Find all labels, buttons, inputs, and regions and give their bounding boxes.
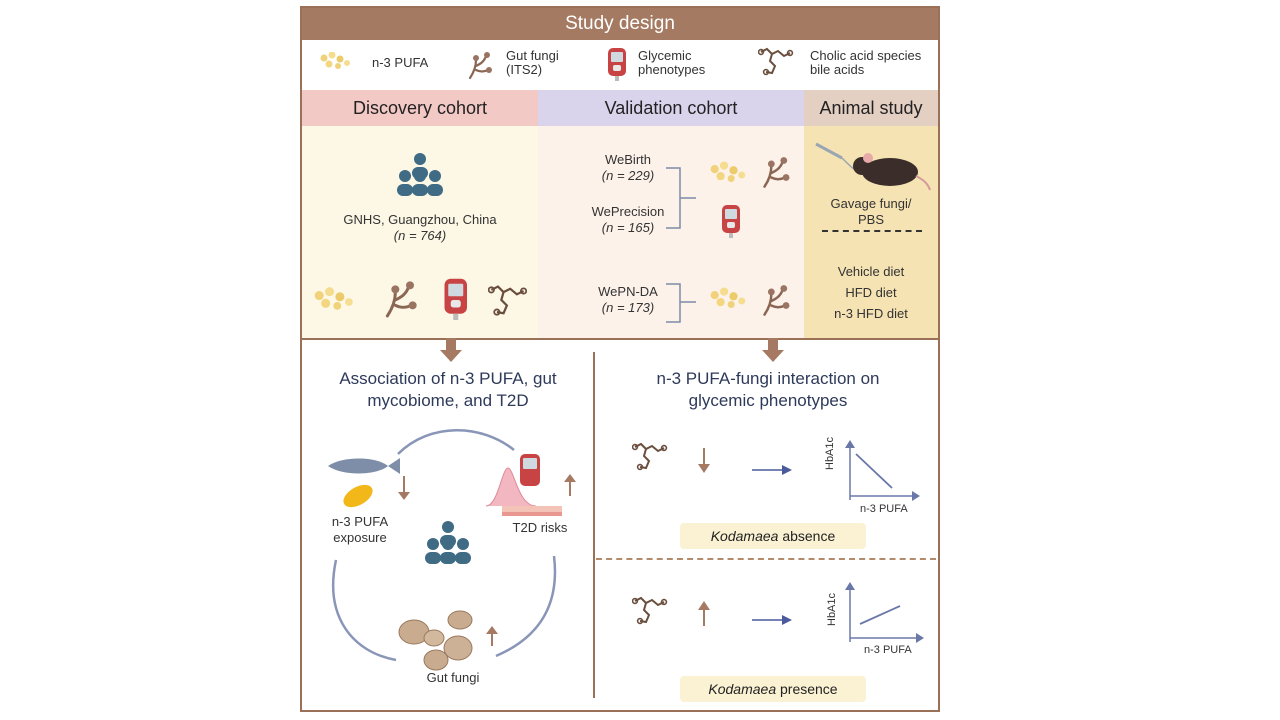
- validation-brackets: [666, 167, 696, 323]
- pufa-xlabel: n-3 PUFA: [860, 503, 908, 515]
- down-arrow-icon: [440, 338, 462, 362]
- down-arrow-icon: [762, 338, 784, 362]
- association-cycle: [328, 429, 576, 671]
- fungi-icon: [468, 50, 494, 80]
- discovery-cohort-panel: GNHS, Guangzhou, China (n = 764): [302, 126, 538, 338]
- webirth-label: WeBirth: [605, 152, 651, 167]
- validation-cohort-panel: WeBirth (n = 229) WePrecision (n = 165) …: [538, 126, 804, 338]
- bile-acid-icon: [758, 48, 794, 76]
- wepnda-label: WePN-DA: [598, 284, 658, 299]
- down-arrow-icon: [698, 448, 710, 473]
- bile-acid-icon: [488, 285, 528, 316]
- pufa-dots-icon: [320, 52, 350, 69]
- t2d-label: T2D risks: [512, 520, 568, 535]
- discovery-site: GNHS, Guangzhou, China: [343, 212, 497, 227]
- legend-fungi-label: Gut fungi (ITS2): [506, 48, 559, 77]
- fungi-icon: [385, 279, 419, 318]
- legend-glycemic-label: Glycemic phenotypes: [638, 48, 706, 77]
- section-divider: [302, 338, 938, 340]
- diet-vehicle: Vehicle diet: [837, 264, 905, 279]
- association-title: Association of n-3 PUFA, gut mycobiome, …: [339, 369, 557, 410]
- legend-bile-label: Cholic acid species bile acids: [810, 48, 922, 77]
- animal-study-panel: Gavage fungi/ PBS Vehicle diet HFD diet …: [804, 126, 938, 338]
- diet-hfd: HFD diet: [845, 285, 897, 300]
- pufa-dots-icon: [710, 161, 746, 183]
- animal-study-header: Animal study: [804, 90, 938, 126]
- hba1c-chart-negative: [845, 440, 920, 501]
- page-title: Study design: [302, 8, 938, 40]
- people-group-icon: [397, 153, 443, 196]
- up-arrow-icon: [698, 601, 710, 626]
- legend-pufa-label: n-3 PUFA: [372, 55, 429, 70]
- vertical-separator: [593, 352, 595, 698]
- right-arrow-icon: [752, 465, 792, 475]
- legend: n-3 PUFA Gut fungi (ITS2) Glycemic pheno…: [302, 40, 938, 90]
- fungi-icon: [763, 155, 791, 188]
- bile-acid-icon: [632, 597, 668, 625]
- bile-acid-icon: [632, 443, 668, 471]
- kodamaea-presence-label: Kodamaea presence: [680, 676, 866, 702]
- mouse-gavage-icon: [815, 142, 931, 191]
- validation-cohort-header: Validation cohort: [538, 90, 804, 126]
- glucose-meter-icon: [444, 278, 467, 320]
- discovery-n: (n = 764): [393, 228, 447, 243]
- exposure-label: n-3 PUFA exposure: [331, 514, 389, 545]
- glucose-meter-icon: [608, 48, 626, 81]
- gut-fungi-label: Gut fungi: [426, 670, 480, 685]
- glucose-meter-icon: [722, 205, 740, 238]
- interaction-title: n-3 PUFA-fungi interaction on glycemic p…: [656, 369, 880, 410]
- pufa-dots-icon: [314, 287, 353, 310]
- wepnda-n: (n = 173): [601, 300, 655, 315]
- weprecision-label: WePrecision: [591, 204, 665, 219]
- right-arrow-icon: [752, 615, 792, 625]
- gavage-label: Gavage fungi/ PBS: [830, 196, 912, 227]
- diet-n3-hfd: n-3 HFD diet: [834, 306, 908, 321]
- fungi-icon: [763, 283, 791, 316]
- hba1c-ylabel: HbA1c: [826, 592, 838, 626]
- divider: [822, 230, 922, 232]
- discovery-cohort-header: Discovery cohort: [302, 90, 538, 126]
- kodamaea-absence-label: Kodamaea absence: [680, 523, 866, 549]
- pufa-dots-icon: [710, 287, 746, 309]
- webirth-n: (n = 229): [601, 168, 655, 183]
- panel-divider: [596, 558, 936, 560]
- weprecision-n: (n = 165): [601, 220, 655, 235]
- hba1c-chart-positive: [845, 582, 924, 643]
- hba1c-ylabel: HbA1c: [824, 436, 836, 470]
- pufa-xlabel: n-3 PUFA: [864, 644, 912, 656]
